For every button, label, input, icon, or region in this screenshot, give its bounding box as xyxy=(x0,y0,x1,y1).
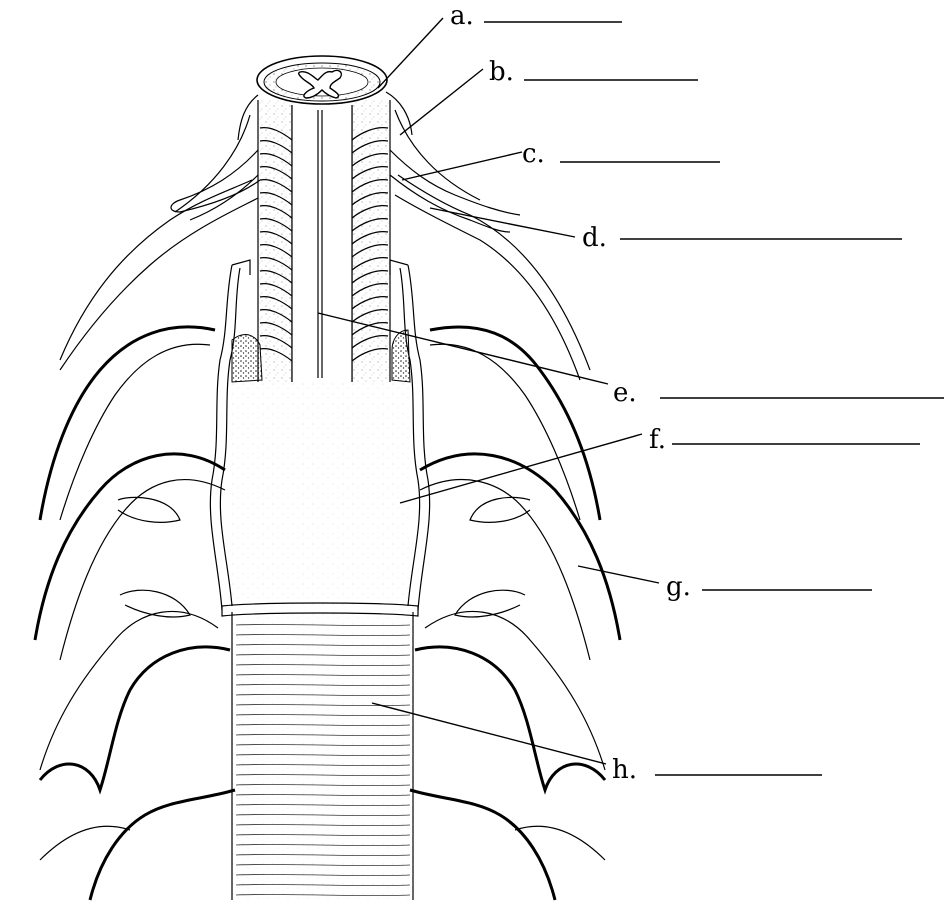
svg-text:b.: b. xyxy=(489,57,514,87)
svg-text:h.: h. xyxy=(612,755,637,785)
leader-c xyxy=(402,152,522,180)
spinal-cord-column xyxy=(258,100,390,382)
label-f: f. xyxy=(649,425,920,455)
svg-text:f.: f. xyxy=(649,425,666,455)
label-a: a. xyxy=(450,1,622,31)
svg-text:e.: e. xyxy=(613,378,637,408)
label-e: e. xyxy=(613,378,944,408)
leader-b xyxy=(400,69,483,135)
leader-f xyxy=(400,434,642,503)
leader-a xyxy=(378,18,443,88)
label-b: b. xyxy=(489,57,698,87)
label-d: d. xyxy=(582,223,902,253)
label-h: h. xyxy=(612,755,822,785)
svg-text:g.: g. xyxy=(666,572,691,602)
leader-g xyxy=(578,566,659,583)
svg-text:c.: c. xyxy=(522,139,545,169)
label-c: c. xyxy=(522,139,720,169)
label-g: g. xyxy=(666,572,872,602)
lower-cord-segment xyxy=(232,612,413,902)
leader-d xyxy=(430,208,575,237)
svg-text:a.: a. xyxy=(450,1,474,31)
svg-text:d.: d. xyxy=(582,223,607,253)
